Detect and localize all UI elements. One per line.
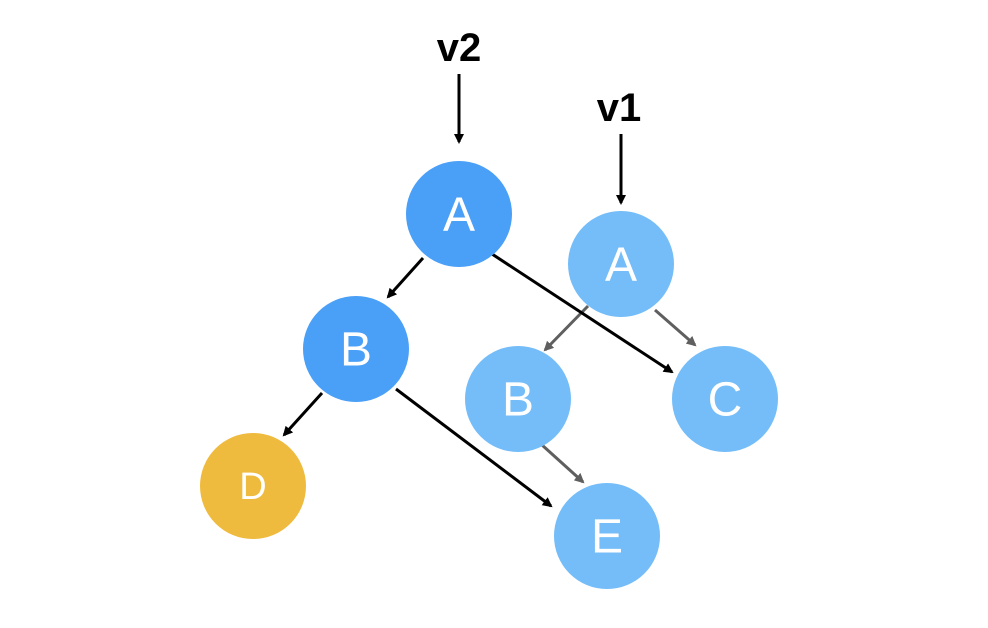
svg-text:B: B — [502, 374, 534, 427]
edge-b-v1-to-e — [540, 443, 585, 484]
node-e: E — [554, 483, 660, 589]
node-b-v2: B — [303, 296, 409, 402]
node-c: C — [672, 346, 778, 452]
svg-text:A: A — [443, 189, 475, 242]
svg-text:C: C — [708, 374, 743, 427]
node-a-v1: A — [568, 211, 674, 317]
svg-text:E: E — [591, 511, 623, 564]
v1-pointer-label: v1 — [597, 86, 642, 130]
svg-text:D: D — [239, 466, 266, 508]
v2-pointer-label: v2 — [437, 26, 482, 70]
node-d: D — [200, 433, 306, 539]
edge-a-v2-to-b-v2 — [386, 256, 425, 299]
edge-a-v1-to-c — [654, 308, 697, 347]
edge-b-v2-to-e — [395, 387, 553, 508]
edge-b-v2-to-d — [282, 391, 324, 437]
node-b-v1: B — [465, 346, 571, 452]
svg-text:A: A — [605, 239, 637, 292]
edge-a-v2-to-c — [491, 252, 674, 374]
node-a-v2: A — [406, 161, 512, 267]
svg-text:B: B — [340, 324, 372, 377]
